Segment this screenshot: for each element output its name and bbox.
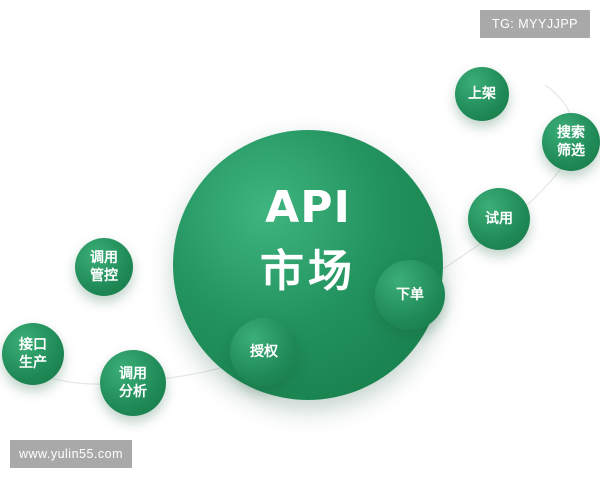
node-label: 生产 xyxy=(19,355,47,371)
node-label: 调用 xyxy=(119,366,147,382)
node-xiadan: 下单 xyxy=(375,260,445,330)
node-shangjia: 上架 xyxy=(455,67,509,121)
center-title-line2: 市场 xyxy=(260,246,356,297)
watermark-telegram: TG: MYYJJPP xyxy=(480,10,590,38)
center-title-line1: API xyxy=(265,182,351,233)
node-label: 筛选 xyxy=(557,143,585,159)
node-label: 管控 xyxy=(90,268,118,284)
node-label: 试用 xyxy=(485,211,513,227)
node-diaoyong-guankong: 调用 管控 xyxy=(75,238,133,296)
node-label: 接口 xyxy=(19,337,47,353)
node-label: 调用 xyxy=(90,250,118,266)
node-jiekou-shengchan: 接口 生产 xyxy=(2,323,64,385)
watermark-website: www.yulin55.com xyxy=(10,440,132,468)
node-shiyong: 试用 xyxy=(468,188,530,250)
node-diaoyong-fenxi: 调用 分析 xyxy=(100,350,166,416)
node-label: 授权 xyxy=(250,344,278,360)
node-shouquan: 授权 xyxy=(230,318,298,386)
node-label: 搜索 xyxy=(557,125,585,141)
node-label: 下单 xyxy=(396,287,424,303)
node-label: 分析 xyxy=(119,384,147,400)
node-label: 上架 xyxy=(468,86,496,102)
node-sousuo-shaixuan: 搜索 筛选 xyxy=(542,113,600,171)
